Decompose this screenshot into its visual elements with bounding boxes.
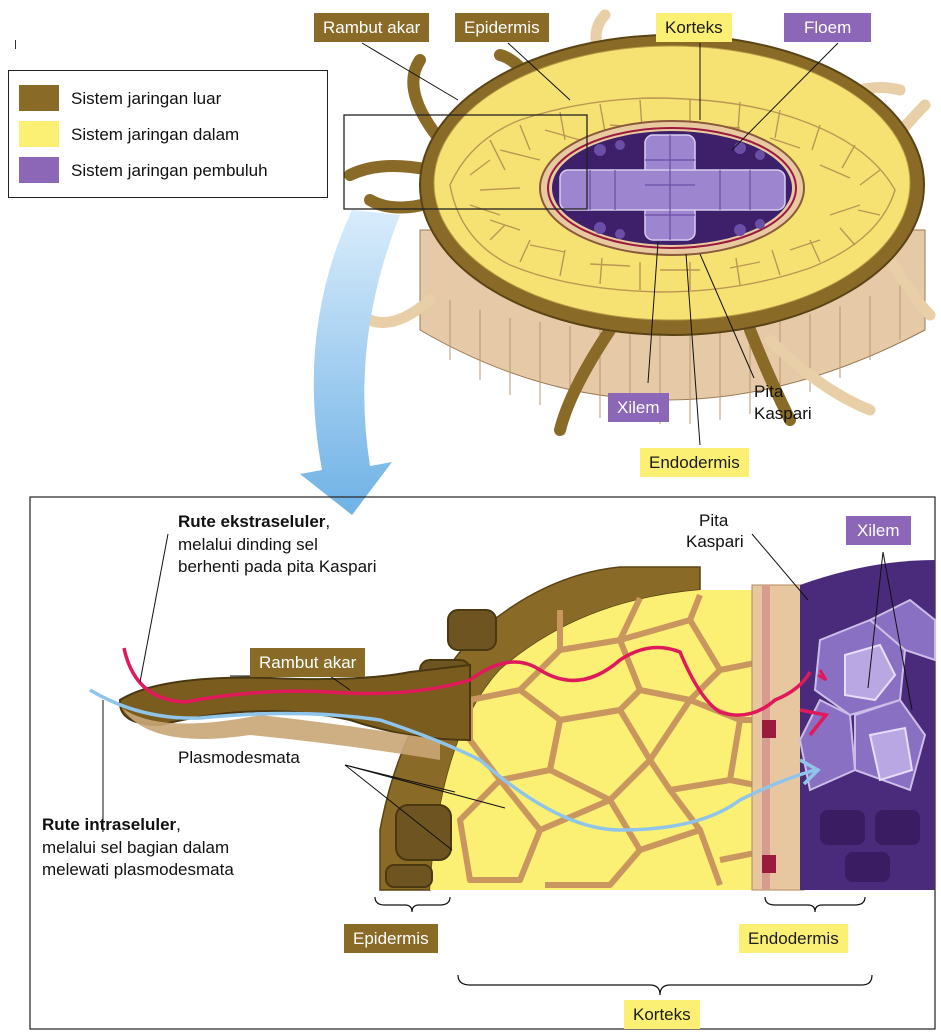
top-label-pita-kaspari-line2: Kaspari	[754, 404, 812, 424]
bottom-label-korteks: Korteks	[624, 1000, 700, 1029]
stray-mark	[15, 40, 16, 49]
top-label-rambut-akar: Rambut akar	[314, 13, 429, 42]
root-cross-section	[350, 15, 930, 430]
zoom-arrow	[300, 210, 400, 515]
bottom-label-epidermis: Epidermis	[344, 924, 438, 953]
bottom-label-pita-kaspari-line2: Kaspari	[686, 532, 744, 552]
bottom-label-rambut-akar: Rambut akar	[250, 648, 365, 677]
bottom-label-endodermis: Endodermis	[739, 924, 848, 953]
detail-illustration	[120, 560, 935, 890]
top-label-pita-kaspari-line1: Pita	[754, 382, 783, 402]
bottom-label-plasmodesmata: Plasmodesmata	[178, 748, 300, 768]
legend-swatch-outer	[19, 85, 59, 111]
extracellular-route-desc-2: berhenti pada pita Kaspari	[178, 557, 376, 577]
legend-label-vascular: Sistem jaringan pembuluh	[71, 161, 268, 181]
bottom-label-pita-kaspari-line1: Pita	[699, 511, 728, 531]
top-label-korteks: Korteks	[656, 13, 732, 42]
legend-swatch-vascular	[19, 157, 59, 183]
top-label-epidermis: Epidermis	[455, 13, 549, 42]
legend-swatch-inner	[19, 121, 59, 147]
intracellular-route-title: Rute intraseluler,	[42, 815, 181, 835]
intracellular-route-desc-1: melalui sel bagian dalam	[42, 838, 229, 858]
intracellular-route-title-comma: ,	[176, 815, 181, 834]
top-label-xilem: Xilem	[608, 393, 669, 422]
bottom-label-xilem: Xilem	[846, 516, 911, 545]
top-label-endodermis: Endodermis	[640, 448, 749, 477]
extracellular-route-title-comma: ,	[325, 512, 330, 531]
legend: Sistem jaringan luar Sistem jaringan dal…	[8, 70, 328, 198]
top-label-floem: Floem	[784, 13, 871, 42]
legend-label-inner: Sistem jaringan dalam	[71, 125, 239, 145]
extracellular-route-title: Rute ekstraseluler,	[178, 512, 330, 532]
extracellular-route-title-text: Rute ekstraseluler	[178, 512, 325, 531]
legend-label-outer: Sistem jaringan luar	[71, 89, 221, 109]
intracellular-route-title-text: Rute intraseluler	[42, 815, 176, 834]
extracellular-route-desc-1: melalui dinding sel	[178, 535, 318, 555]
intracellular-route-desc-2: melewati plasmodesmata	[42, 860, 234, 880]
